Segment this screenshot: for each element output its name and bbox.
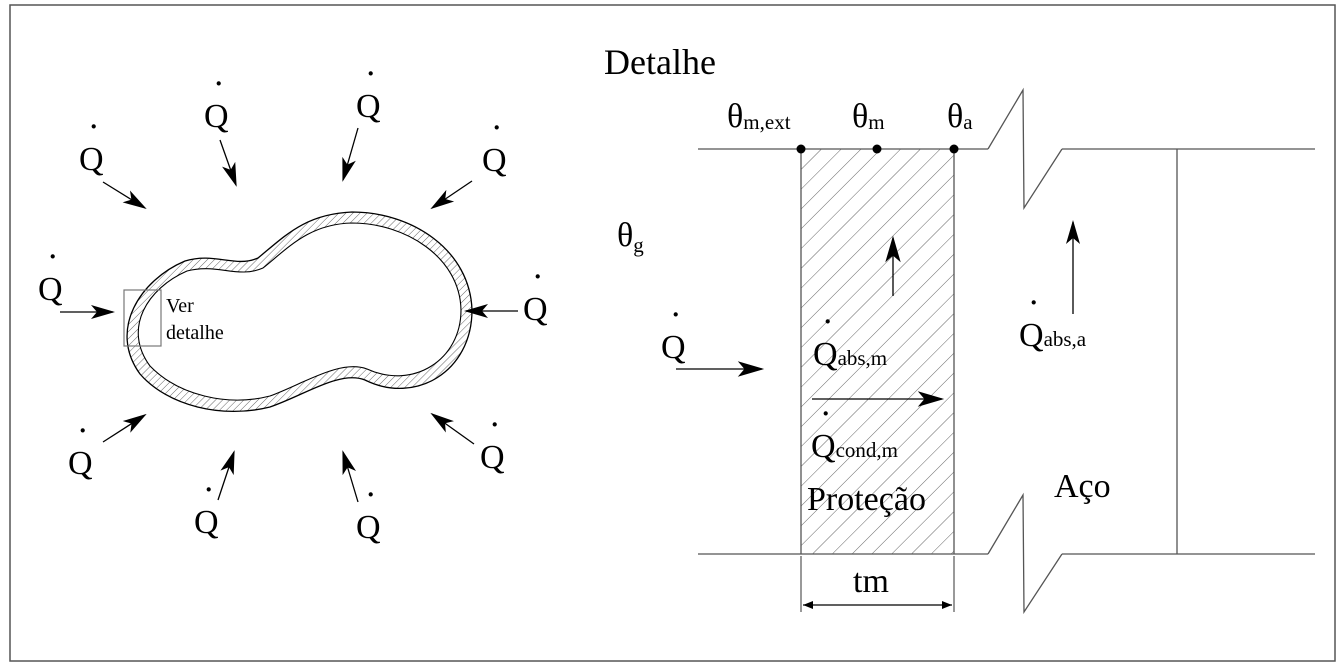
heat-flux-arrow-top-right: Q ˙: [430, 116, 507, 210]
heat-flux-arrow-top-left: Q ˙: [79, 115, 147, 210]
see-detail-label-line2: detalhe: [166, 322, 224, 344]
flux-dot-accent: ˙: [364, 62, 377, 107]
protection-layer: [801, 149, 954, 554]
theta-a-label: θa: [947, 98, 973, 135]
flux-dot-accent: ˙: [76, 419, 89, 464]
theta-m-label: θm: [852, 98, 885, 135]
see-detail-label-line1: Ver: [166, 295, 194, 317]
flux-dot-accent: ˙: [202, 478, 215, 523]
detail-figure: Detalhe θm,ext θm θa θg Q ˙ Qabs,m ˙: [604, 42, 1315, 615]
heat-flux-label: Q: [68, 445, 93, 482]
steel-label: Aço: [1054, 468, 1111, 505]
flux-dot-accent: ˙: [488, 413, 501, 458]
point-theta-m: [872, 144, 882, 154]
break-line-top: [987, 87, 1063, 211]
flux-dot-accent: ˙: [212, 72, 225, 117]
heat-flux-label: Q: [356, 88, 381, 125]
theta-m-ext-label: θm,ext: [727, 98, 791, 135]
figure-frame: [9, 4, 1336, 662]
flux-dot-accent: ˙: [490, 116, 503, 161]
heat-flux-arrow-bottom-2: Q ˙: [342, 450, 381, 546]
heat-flux-label: Q: [79, 141, 104, 178]
section-inner-boundary: [137, 222, 462, 401]
heat-flux-label: Q: [356, 509, 381, 546]
heat-flux-label: Q: [204, 98, 229, 135]
heat-flux-label: Q: [194, 504, 219, 541]
break-line-bottom: [987, 492, 1063, 615]
detail-callout-box: [123, 289, 162, 347]
flux-dot-accent: ˙: [669, 303, 682, 348]
conduction-flux-label: Qcond,m: [811, 428, 898, 465]
thickness-label: tm: [853, 563, 889, 600]
cross-section-figure: Ver detalhe Q ˙ Q ˙ Q ˙ Q ˙ Q ˙: [38, 62, 548, 546]
absorbed-flux-steel-label: Qabs,a: [1019, 317, 1087, 354]
heat-flux-label: Q: [523, 291, 548, 328]
absorbed-flux-protection-label: Qabs,m: [813, 336, 887, 373]
detail-title: Detalhe: [604, 42, 716, 82]
incident-flux-label: Q: [661, 329, 686, 366]
heat-flux-label: Q: [482, 142, 507, 179]
point-theta-a: [949, 144, 959, 154]
heat-flux-arrow-top-2: Q ˙: [342, 62, 381, 182]
heat-flux-arrow-bottom-1: Q ˙: [194, 450, 235, 541]
flux-dot-accent: ˙: [364, 483, 377, 528]
flux-dot-accent: ˙: [819, 402, 832, 447]
heat-flux-arrow-right: Q ˙: [464, 265, 548, 328]
heat-flux-label: Q: [480, 439, 505, 476]
flux-dot-accent: ˙: [1027, 291, 1040, 336]
flux-dot-accent: ˙: [87, 115, 100, 160]
heat-flux-arrow-bottom-right: Q ˙: [430, 412, 505, 476]
theta-gas-label: θg: [617, 217, 644, 257]
point-theta-m-ext: [796, 144, 806, 154]
heat-flux-arrow-bottom-left: Q ˙: [68, 413, 147, 482]
heat-flux-arrow-left: Q ˙: [38, 245, 115, 319]
flux-dot-accent: ˙: [821, 310, 834, 355]
heat-flux-arrow-top-1: Q ˙: [204, 72, 237, 187]
flux-dot-accent: ˙: [46, 245, 59, 290]
heat-flux-label: Q: [38, 271, 63, 308]
flux-dot-accent: ˙: [531, 265, 544, 310]
protection-label: Proteção: [807, 481, 926, 518]
